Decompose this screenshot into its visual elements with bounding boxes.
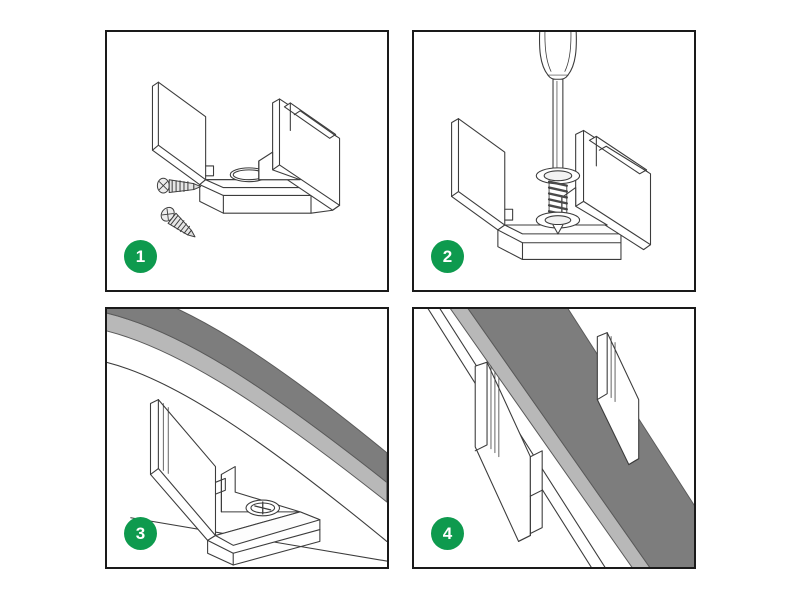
bracket-left-wall <box>151 81 207 186</box>
step-badge-4: 4 <box>431 517 464 550</box>
step-panel-4: 4 <box>412 307 696 569</box>
screw-2 <box>160 206 196 238</box>
screwdriver-shaft <box>552 78 564 177</box>
step-badge-1: 1 <box>124 240 157 273</box>
led-profile-face-straight <box>467 309 694 567</box>
bracket-left-notch <box>205 165 215 177</box>
panel-2-illustration <box>451 32 652 261</box>
panel-3-illustration <box>107 309 387 566</box>
bracket-far <box>596 332 640 466</box>
screw-1 <box>156 177 202 194</box>
bracket-near <box>474 361 543 542</box>
screw-in-hole <box>535 167 581 235</box>
bracket-right-wall <box>272 98 341 211</box>
mounting-surface-line-2 <box>439 309 606 567</box>
bracket-left-notch <box>214 477 226 495</box>
step-badge-2: 2 <box>431 240 464 273</box>
panel-4-illustration <box>427 309 694 567</box>
bracket-right-outer <box>310 204 341 214</box>
bracket-floor-face <box>214 511 321 546</box>
led-profile-edge-curved <box>107 312 387 503</box>
step-panel-2: 2 <box>412 30 696 292</box>
bracket-inner-notch <box>258 151 301 181</box>
screwdriver-handle <box>538 32 577 81</box>
bracket-left-wall <box>149 399 217 541</box>
step-panel-3: 3 <box>105 307 389 569</box>
step-badge-3: 3 <box>124 517 157 550</box>
installed-screw-head <box>245 499 281 517</box>
led-profile-edge-straight <box>450 309 651 567</box>
panel-1-illustration <box>151 81 341 238</box>
mounting-surface-line <box>107 361 387 542</box>
bracket-left-wall <box>451 118 506 231</box>
step-panel-1: 1 <box>105 30 389 292</box>
led-profile-face-curved <box>107 309 387 484</box>
bracket-left-notch <box>504 208 514 221</box>
